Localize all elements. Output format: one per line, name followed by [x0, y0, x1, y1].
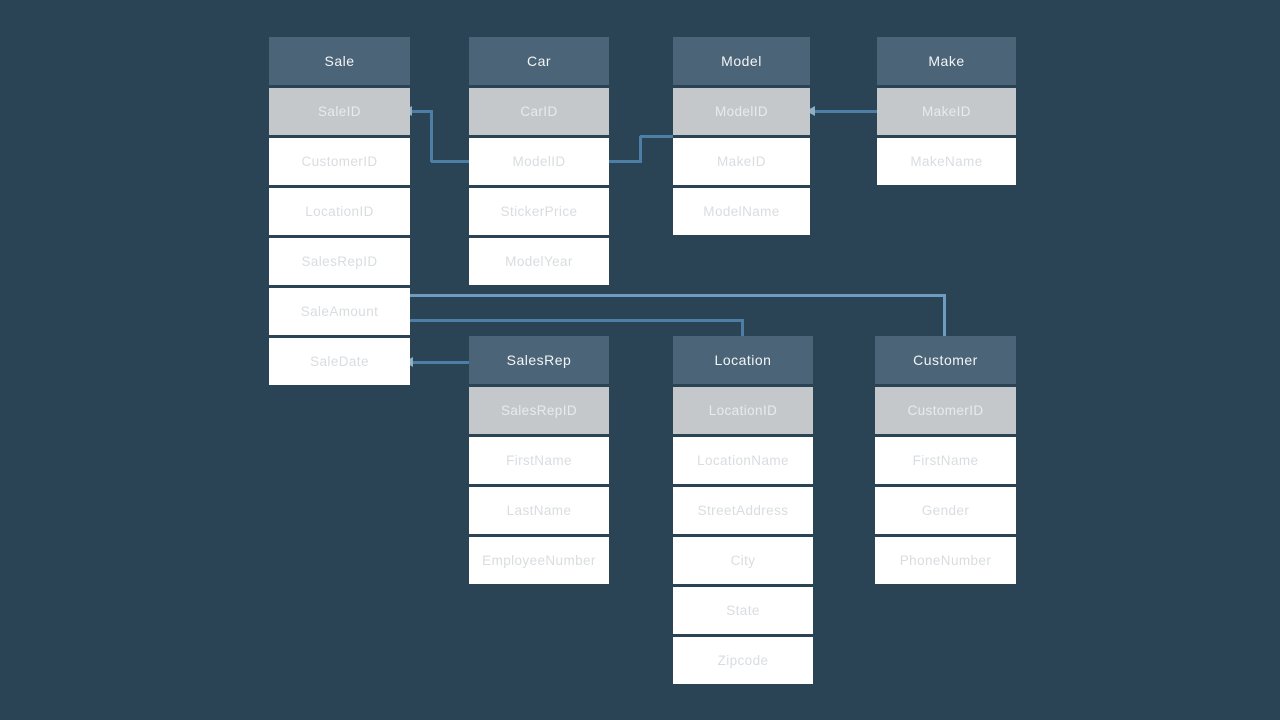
key-field-row-carid: CarID: [469, 88, 609, 135]
field-row-makename: MakeName: [877, 138, 1016, 185]
field-row-saleamount: SaleAmount: [269, 288, 410, 335]
key-field-row-salesrepid: SalesRepID: [469, 387, 609, 434]
field-row-modelid: ModelID: [469, 138, 609, 185]
key-field-row-modelid: ModelID: [673, 88, 810, 135]
field-row-customerid: CustomerID: [269, 138, 410, 185]
key-field-row-makeid: MakeID: [877, 88, 1016, 135]
field-row-modelyear: ModelYear: [469, 238, 609, 285]
field-row-lastname: LastName: [469, 487, 609, 534]
table-title-customer: Customer: [875, 336, 1016, 384]
table-title-sale: Sale: [269, 37, 410, 85]
connector-make-makeid-to-model-modelid: [812, 110, 877, 113]
field-row-makeid: MakeID: [673, 138, 810, 185]
key-field-row-locationid: LocationID: [673, 387, 813, 434]
field-row-gender: Gender: [875, 487, 1016, 534]
field-row-streetaddress: StreetAddress: [673, 487, 813, 534]
connector-sale-to-location: [410, 319, 744, 322]
field-row-zipcode: Zipcode: [673, 637, 813, 684]
field-row-employeenumber: EmployeeNumber: [469, 537, 609, 584]
field-row-salesrepid: SalesRepID: [269, 238, 410, 285]
table-title-model: Model: [673, 37, 810, 85]
field-row-modelname: ModelName: [673, 188, 810, 235]
connector-sale-to-customer: [410, 294, 946, 297]
field-row-phonenumber: PhoneNumber: [875, 537, 1016, 584]
connector-sale-saleid-to-car-modelid: [410, 110, 433, 113]
connector-sale-saleid-to-car-modelid: [431, 160, 469, 163]
table-title-make: Make: [877, 37, 1016, 85]
table-title-car: Car: [469, 37, 609, 85]
connector-sale-to-location: [741, 320, 744, 340]
field-row-locationname: LocationName: [673, 437, 813, 484]
field-row-firstname: FirstName: [875, 437, 1016, 484]
field-row-state: State: [673, 587, 813, 634]
connector-car-modelid-to-model: [639, 136, 642, 162]
arrowhead-icon: [806, 106, 815, 116]
key-field-row-saleid: SaleID: [269, 88, 410, 135]
field-row-locationid: LocationID: [269, 188, 410, 235]
connector-sale-saleid-to-car-modelid: [430, 111, 433, 162]
connector-sale-saledate-to-salesrep: [410, 361, 469, 364]
field-row-saledate: SaleDate: [269, 338, 410, 385]
table-title-salesrep: SalesRep: [469, 336, 609, 384]
key-field-row-customerid: CustomerID: [875, 387, 1016, 434]
connector-sale-to-customer: [943, 295, 946, 336]
field-row-stickerprice: StickerPrice: [469, 188, 609, 235]
connector-car-modelid-to-model: [640, 135, 673, 138]
field-row-city: City: [673, 537, 813, 584]
field-row-firstname: FirstName: [469, 437, 609, 484]
table-title-location: Location: [673, 336, 813, 384]
connector-car-modelid-to-model: [609, 160, 642, 163]
